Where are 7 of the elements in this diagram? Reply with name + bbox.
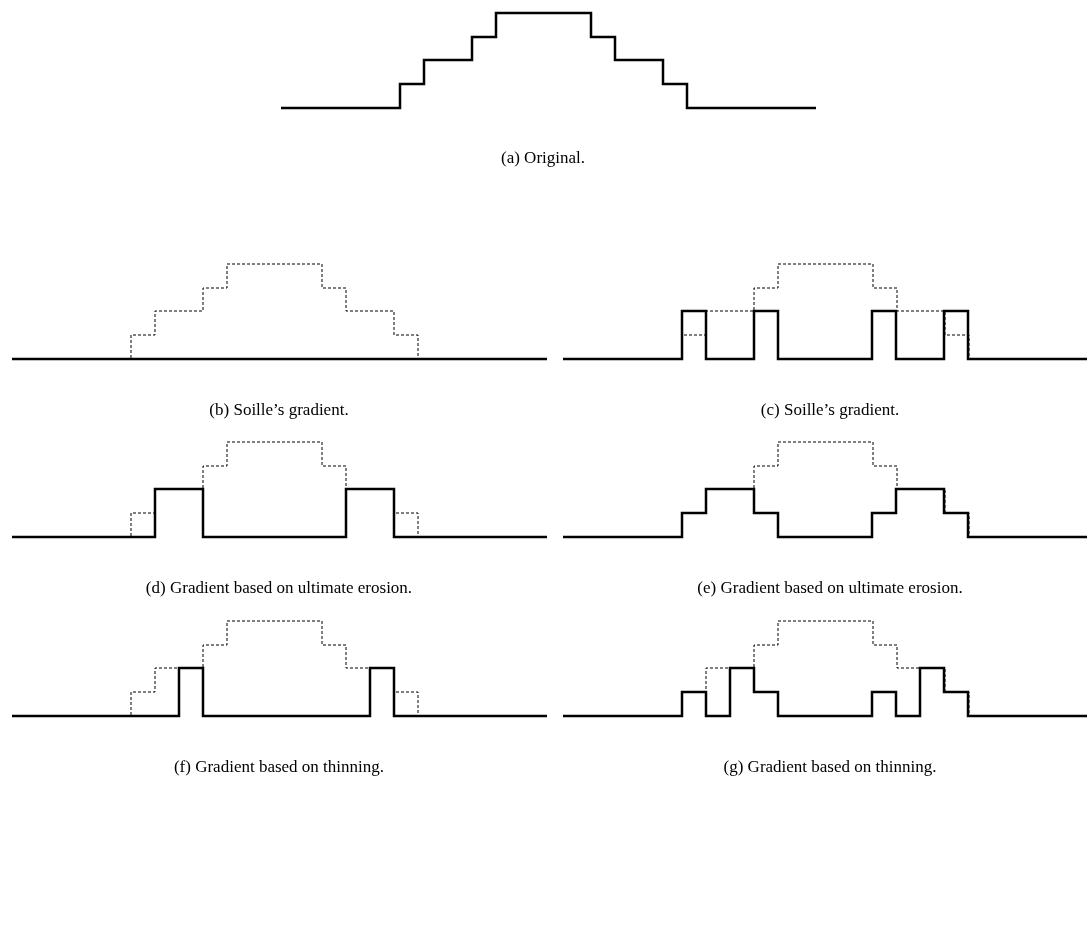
figure-caption: (b) Soille’s gradient.: [209, 400, 349, 420]
figure-caption: (c) Soille’s gradient.: [760, 400, 900, 420]
figure-caption: (a) Original.: [501, 148, 585, 168]
figure-caption: (g) Gradient based on thinning.: [723, 757, 937, 777]
figure-caption: (e) Gradient based on ultimate erosion.: [697, 578, 963, 598]
figure-caption: (f) Gradient based on thinning.: [173, 757, 385, 777]
figure-caption: (d) Gradient based on ultimate erosion.: [145, 578, 413, 598]
